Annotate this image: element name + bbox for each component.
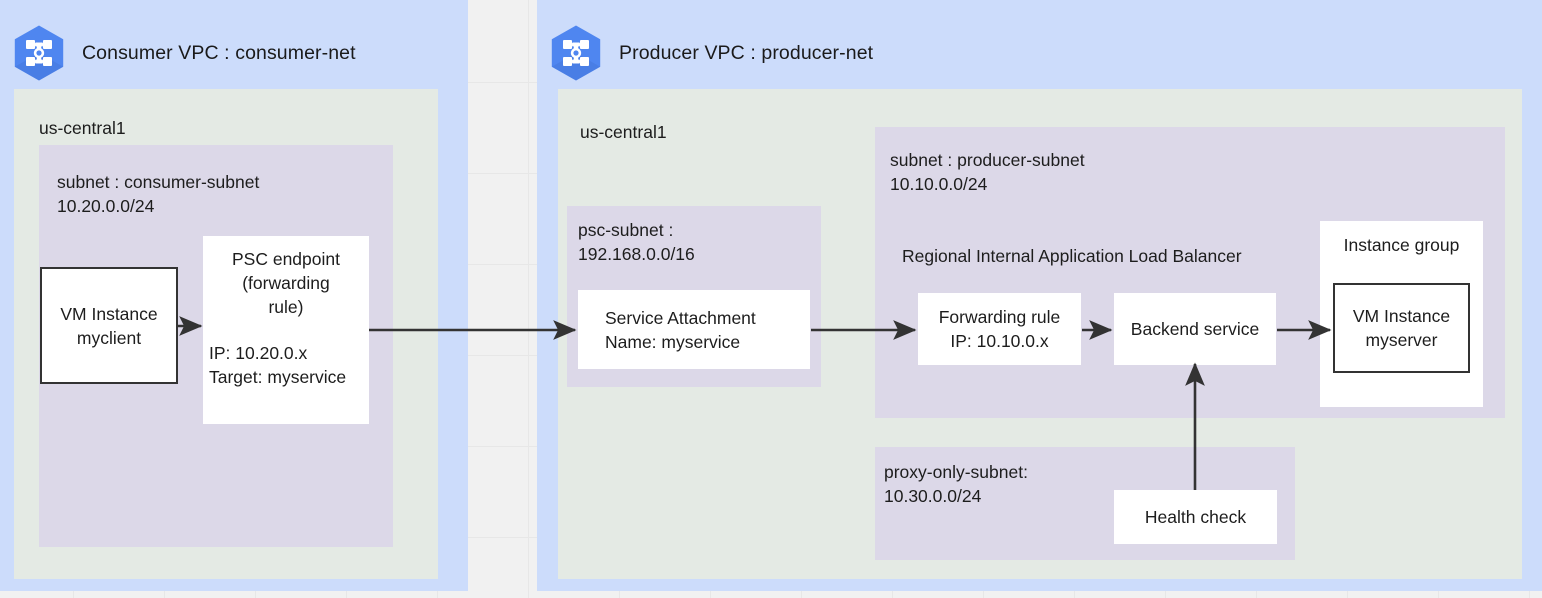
vm-server-line1: VM Instance bbox=[1352, 306, 1451, 326]
load-balancer-caption: Regional Internal Application Load Balan… bbox=[902, 246, 1242, 266]
psc-endpoint-line2: (forwarding bbox=[242, 273, 330, 293]
node-health-check[interactable]: Health check bbox=[1114, 490, 1277, 544]
vm-client-line1: VM Instance bbox=[60, 303, 158, 324]
psc-endpoint-line1: PSC endpoint bbox=[232, 249, 340, 269]
vm-client-line2: myclient bbox=[76, 327, 142, 348]
psc-endpoint-target: Target: myservice bbox=[209, 367, 347, 387]
forwarding-rule-line2: IP: 10.10.0.x bbox=[950, 331, 1049, 351]
producer-subnet-label: subnet : producer-subnet 10.10.0.0/24 bbox=[890, 148, 1085, 196]
vm-server-line2: myserver bbox=[1365, 330, 1438, 350]
proxy-only-subnet-cidr: 10.30.0.0/24 bbox=[884, 486, 982, 506]
node-vm-instance-myserver[interactable]: VM Instance myserver bbox=[1333, 283, 1470, 373]
psc-subnet-name: psc-subnet : bbox=[578, 220, 674, 240]
vpc-network-icon bbox=[551, 25, 601, 81]
producer-vpc-header: Producer VPC : producer-net bbox=[547, 24, 873, 82]
node-vm-instance-myclient[interactable]: VM Instance myclient bbox=[40, 267, 178, 384]
psc-endpoint-ip: IP: 10.20.0.x bbox=[209, 343, 308, 363]
proxy-only-subnet-label: proxy-only-subnet: 10.30.0.0/24 bbox=[884, 460, 1028, 508]
service-attachment-line1: Service Attachment bbox=[605, 307, 756, 328]
producer-region-label: us-central1 bbox=[580, 122, 667, 142]
node-forwarding-rule[interactable]: Forwarding rule IP: 10.10.0.x bbox=[918, 293, 1081, 365]
producer-subnet-cidr: 10.10.0.0/24 bbox=[890, 174, 988, 194]
consumer-subnet-name: subnet : consumer-subnet bbox=[57, 172, 260, 192]
psc-subnet-label: psc-subnet : 192.168.0.0/16 bbox=[578, 218, 695, 266]
producer-subnet-name: subnet : producer-subnet bbox=[890, 150, 1085, 170]
node-backend-service[interactable]: Backend service bbox=[1114, 293, 1276, 365]
consumer-vpc-header: Consumer VPC : consumer-net bbox=[10, 24, 356, 82]
consumer-vpc-title: Consumer VPC : consumer-net bbox=[82, 41, 356, 64]
backend-service-label: Backend service bbox=[1130, 319, 1260, 339]
health-check-label: Health check bbox=[1144, 507, 1247, 527]
service-attachment-line2: Name: myservice bbox=[605, 331, 741, 352]
psc-endpoint-line3: rule) bbox=[268, 297, 304, 317]
node-service-attachment[interactable]: Service Attachment Name: myservice bbox=[578, 290, 810, 369]
proxy-only-subnet-name: proxy-only-subnet: bbox=[884, 462, 1028, 482]
consumer-subnet-label: subnet : consumer-subnet 10.20.0.0/24 bbox=[57, 170, 259, 218]
producer-vpc-title: Producer VPC : producer-net bbox=[619, 41, 874, 64]
node-psc-endpoint[interactable]: PSC endpoint (forwarding rule) IP: 10.20… bbox=[203, 236, 369, 424]
consumer-region-label: us-central1 bbox=[39, 118, 126, 138]
vpc-network-icon bbox=[14, 25, 64, 81]
psc-subnet-cidr: 192.168.0.0/16 bbox=[578, 244, 695, 264]
forwarding-rule-line1: Forwarding rule bbox=[938, 307, 1061, 327]
instance-group-label: Instance group bbox=[1343, 235, 1460, 255]
consumer-subnet-cidr: 10.20.0.0/24 bbox=[57, 196, 155, 216]
